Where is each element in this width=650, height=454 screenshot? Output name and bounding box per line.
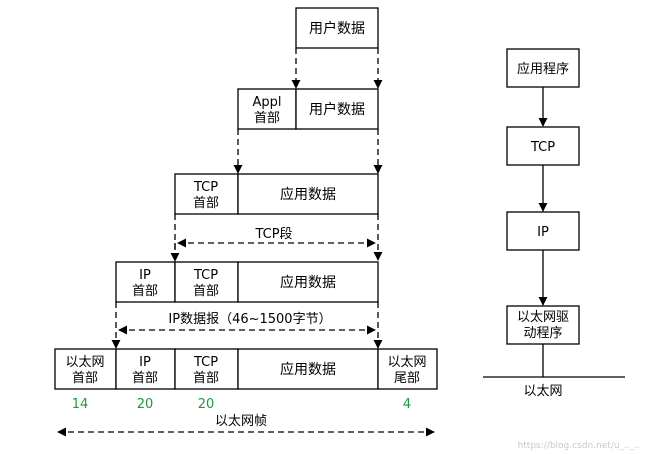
row5-app-data-label: 应用数据 bbox=[280, 361, 336, 378]
stack-application-box: 应用程序 bbox=[506, 48, 580, 88]
row3-app-data-label: 应用数据 bbox=[280, 186, 336, 203]
row5-eth-header-line2: 首部 bbox=[72, 371, 98, 386]
row3-tcp-header-box: TCP 首部 bbox=[174, 173, 239, 215]
size-eth-header: 14 bbox=[72, 397, 89, 412]
row4-ip-header-line2: 首部 bbox=[132, 284, 158, 299]
row4-app-data-box: 应用数据 bbox=[237, 261, 379, 303]
row3-tcp-header-line2: 首部 bbox=[193, 196, 219, 211]
stack-ip-label: IP bbox=[537, 225, 549, 240]
row5-ip-header-line1: IP bbox=[139, 355, 151, 370]
stack-driver-line2: 动程序 bbox=[523, 326, 562, 341]
row5-tcp-header-box: TCP 首部 bbox=[174, 348, 239, 390]
row5-eth-trailer-box: 以太网 尾部 bbox=[377, 348, 438, 390]
size-eth-trailer: 4 bbox=[403, 397, 411, 412]
row5-tcp-header-line2: 首部 bbox=[193, 371, 219, 386]
stack-driver-line1: 以太网驱 bbox=[517, 310, 569, 325]
row2-appl-header-box: Appl 首部 bbox=[237, 88, 297, 130]
row2-user-data-box: 用户数据 bbox=[295, 88, 379, 130]
size-tcp-header: 20 bbox=[198, 397, 215, 412]
row4-ip-header-line1: IP bbox=[139, 268, 151, 283]
row5-eth-trailer-line1: 以太网 bbox=[387, 355, 426, 370]
stack-driver-box: 以太网驱 动程序 bbox=[506, 305, 580, 345]
size-ip-header: 20 bbox=[137, 397, 154, 412]
row5-ip-header-line2: 首部 bbox=[132, 371, 158, 386]
stack-application-label: 应用程序 bbox=[517, 61, 569, 77]
row4-tcp-header-line2: 首部 bbox=[193, 284, 219, 299]
stack-tcp-label: TCP bbox=[530, 140, 555, 155]
watermark: https://blog.csdn.net/u_.._.. bbox=[518, 441, 640, 451]
row5-eth-header-box: 以太网 首部 bbox=[54, 348, 117, 390]
ethernet-frame-label: 以太网帧 bbox=[215, 414, 267, 429]
ethernet-medium-label: 以太网 bbox=[523, 384, 562, 399]
row1-user-data-label: 用户数据 bbox=[309, 20, 365, 37]
stack-tcp-box: TCP bbox=[506, 126, 580, 166]
row2-appl-header-line1: Appl bbox=[252, 95, 281, 110]
row1-user-data-box: 用户数据 bbox=[295, 7, 379, 49]
row4-app-data-label: 应用数据 bbox=[280, 274, 336, 291]
row4-tcp-header-box: TCP 首部 bbox=[174, 261, 239, 303]
row3-tcp-header-line1: TCP bbox=[193, 180, 218, 195]
ip-datagram-label: IP数据报（46~1500字节） bbox=[168, 312, 331, 327]
row2-appl-header-line2: 首部 bbox=[254, 111, 280, 126]
row5-ip-header-box: IP 首部 bbox=[115, 348, 176, 390]
row3-app-data-box: 应用数据 bbox=[237, 173, 379, 215]
row5-eth-trailer-line2: 尾部 bbox=[394, 371, 420, 386]
row5-app-data-box: 应用数据 bbox=[237, 348, 379, 390]
row4-ip-header-box: IP 首部 bbox=[115, 261, 176, 303]
row5-tcp-header-line1: TCP bbox=[193, 355, 218, 370]
stack-ip-box: IP bbox=[506, 211, 580, 251]
row4-tcp-header-line1: TCP bbox=[193, 268, 218, 283]
row2-user-data-label: 用户数据 bbox=[309, 101, 365, 118]
row5-eth-header-line1: 以太网 bbox=[65, 355, 104, 370]
tcp-segment-label: TCP段 bbox=[254, 227, 292, 242]
